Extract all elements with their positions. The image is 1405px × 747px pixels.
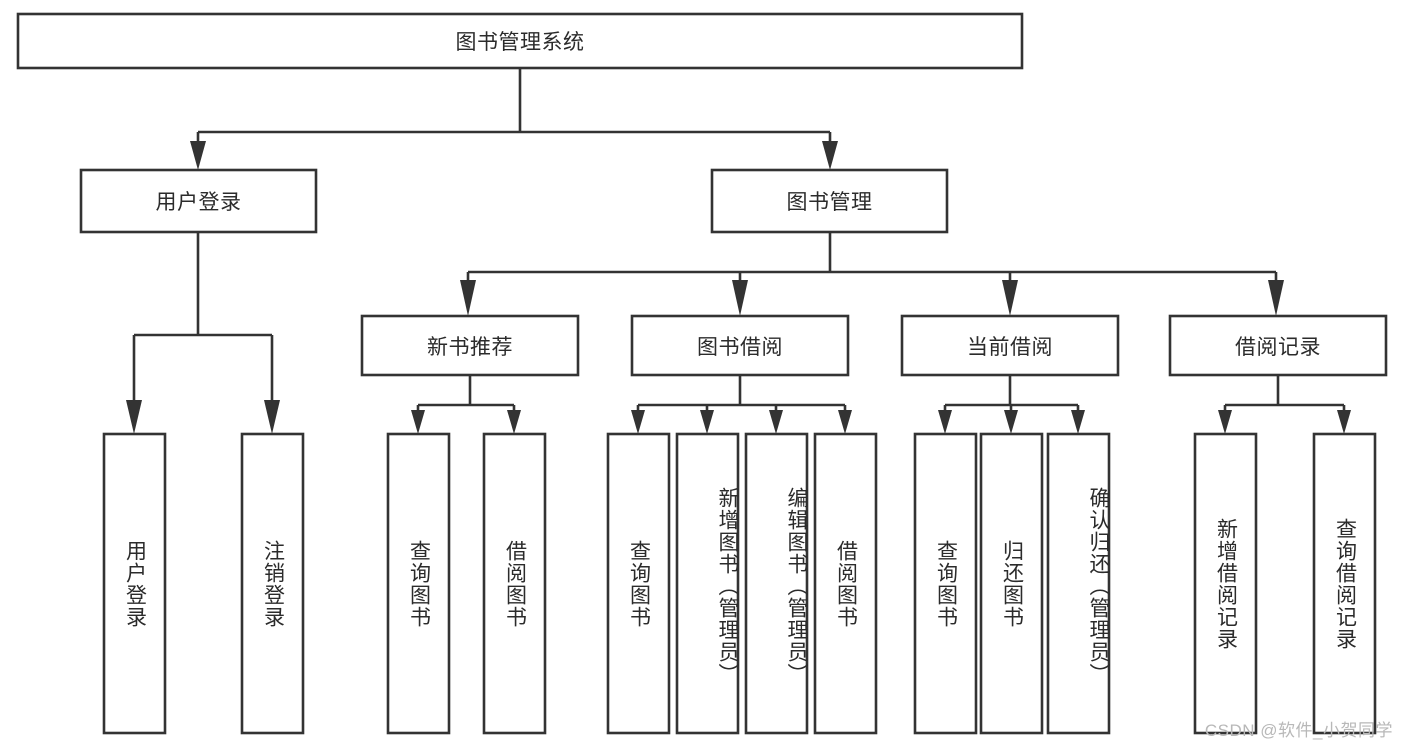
arrow-to-leaf-logout — [264, 400, 280, 434]
node-book-manage-box[interactable] — [710, 168, 949, 234]
arrow-to-leaf-borrow-book-2 — [838, 410, 852, 434]
arrow-to-user-login — [190, 141, 206, 170]
leaf-box-borrow-book-1[interactable] — [482, 432, 547, 735]
arrow-to-leaf-query-book-1 — [411, 410, 425, 434]
leaf-box-query-book-2[interactable] — [606, 432, 671, 735]
node-root-box[interactable] — [16, 12, 1024, 70]
arrow-to-leaf-query-book-2 — [631, 410, 645, 434]
arrow-to-leaf-query-book-3 — [938, 410, 952, 434]
leaf-box-query-record[interactable] — [1312, 432, 1377, 735]
arrow-to-leaf-return-book — [1004, 410, 1018, 434]
leaf-box-add-record[interactable] — [1193, 432, 1258, 735]
leaf-box-add-book[interactable] — [675, 432, 740, 735]
arrow-to-leaf-add-record — [1218, 410, 1232, 434]
node-borrow-record-box[interactable] — [1168, 314, 1388, 377]
arrow-to-current-borrow — [1002, 280, 1018, 316]
arrow-to-leaf-user-login — [126, 400, 142, 434]
leaf-box-return-book[interactable] — [979, 432, 1044, 735]
leaf-box-query-book-1[interactable] — [386, 432, 451, 735]
node-current-borrow-box[interactable] — [900, 314, 1120, 377]
leaf-box-user-login[interactable] — [102, 432, 167, 735]
arrow-to-new-book-recommend — [460, 280, 476, 316]
node-new-book-recommend-box[interactable] — [360, 314, 580, 377]
arrow-to-book-manage — [822, 141, 838, 170]
leaf-box-borrow-book-2[interactable] — [813, 432, 878, 735]
watermark-text: CSDN @软件_小贺同学 — [1204, 721, 1393, 740]
arrow-to-leaf-borrow-book-1 — [507, 410, 521, 434]
arrow-to-book-borrow — [732, 280, 748, 316]
arrow-to-borrow-record — [1268, 280, 1284, 316]
leaf-box-edit-book[interactable] — [744, 432, 809, 735]
leaf-box-confirm-return[interactable] — [1046, 432, 1111, 735]
arrow-to-leaf-query-record — [1337, 410, 1351, 434]
node-user-login-box[interactable] — [79, 168, 318, 234]
leaf-box-query-book-3[interactable] — [913, 432, 978, 735]
node-book-borrow-box[interactable] — [630, 314, 850, 377]
arrow-to-leaf-edit-book — [769, 410, 783, 434]
arrow-to-leaf-confirm-return — [1071, 410, 1085, 434]
leaf-box-logout[interactable] — [240, 432, 305, 735]
arrow-to-leaf-add-book — [700, 410, 714, 434]
